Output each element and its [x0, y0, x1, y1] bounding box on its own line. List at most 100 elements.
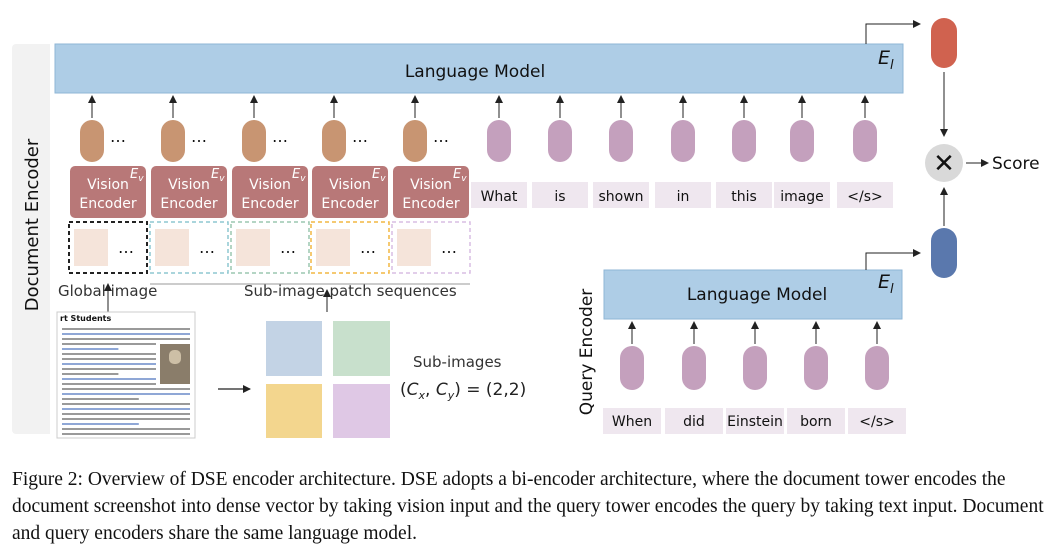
- vision-columns: …VisionEncoderEv……VisionEncoderEv……Visio…: [68, 95, 471, 274]
- prompt-token-4: in: [655, 95, 711, 208]
- prompt-tokens: What is shown in this image</s>: [471, 95, 893, 208]
- screenshot-text-line: [62, 423, 139, 425]
- screenshot-text-line: [62, 393, 190, 395]
- subimages-formula: (Cx, Cy) = (2,2): [400, 380, 526, 402]
- image-patch: [74, 229, 108, 266]
- screenshot-text-line: [62, 378, 156, 380]
- query-token-pill: [743, 346, 767, 390]
- subimage-patches-2: [230, 221, 310, 274]
- query-token-2: did: [665, 321, 723, 434]
- query-token-label: did: [683, 414, 705, 430]
- screenshot-photo-face: [169, 350, 181, 364]
- vision-encoder-label-line1: Vision: [168, 177, 210, 193]
- vision-encoder-symbol: Ev: [211, 167, 225, 184]
- token-label-bg: [716, 182, 772, 208]
- prompt-token-5: this: [716, 95, 772, 208]
- text-token-pill: [790, 120, 814, 162]
- query-token-label: </s>: [859, 414, 894, 430]
- subimage-1: [266, 321, 322, 376]
- screenshot-text-line: [62, 398, 139, 400]
- subimages-grid: [266, 321, 390, 438]
- vision-encoder: [70, 166, 146, 218]
- token-label: is: [554, 189, 565, 205]
- subimage-patches-4: [391, 221, 471, 274]
- screenshot-text-line: [62, 383, 156, 385]
- token-label: shown: [598, 189, 643, 205]
- screenshot-text-line: [62, 333, 190, 335]
- vision-encoder-label-line2: Encoder: [321, 196, 378, 212]
- query-lm-label: Language Model: [687, 285, 827, 305]
- screenshot-text-line: [62, 433, 190, 435]
- global-image-patches: [68, 221, 148, 274]
- screenshot-text-line: [62, 343, 156, 345]
- subimage-patches-3: [310, 221, 390, 274]
- multiply-icon: ✕: [933, 149, 955, 179]
- screenshot-text-line: [62, 418, 190, 420]
- document-language-model: Language Model El: [54, 43, 904, 94]
- token-label-bg: [655, 182, 711, 208]
- vision-encoder: [312, 166, 388, 218]
- query-language-model: Language Model El: [603, 269, 903, 320]
- vision-encoder-symbol: Ev: [453, 167, 467, 184]
- vision-column-3: …VisionEncoderEv…: [230, 95, 310, 274]
- document-lm-symbol: El: [878, 47, 894, 73]
- subimages-label: Sub-images: [413, 353, 502, 371]
- vision-column-5: …VisionEncoderEv…: [391, 95, 471, 274]
- screenshot-text-line: [62, 428, 190, 430]
- text-token-pill: [671, 120, 695, 162]
- screenshot-text-line: [62, 403, 190, 405]
- image-patch: [397, 229, 431, 266]
- text-token-pill: [487, 120, 511, 162]
- vision-encoder-label-line2: Encoder: [79, 196, 136, 212]
- visual-token: [322, 120, 346, 162]
- screenshot-text-line: [62, 388, 190, 390]
- prompt-token-1: What: [471, 95, 527, 208]
- vision-encoder-symbol: Ev: [130, 167, 144, 184]
- visual-token-ellipsis: …: [272, 127, 288, 146]
- text-token-pill: [548, 120, 572, 162]
- vision-encoder-label-line2: Encoder: [241, 196, 298, 212]
- query-token-label-bg: [726, 408, 784, 434]
- visual-token: [80, 120, 104, 162]
- vision-encoder-label-line1: Vision: [87, 177, 129, 193]
- token-label-bg: [593, 182, 649, 208]
- token-label-bg: [532, 182, 588, 208]
- token-label: this: [731, 189, 757, 205]
- text-token-pill: [609, 120, 633, 162]
- token-label: in: [677, 189, 690, 205]
- score-branch: ✕ Score: [865, 18, 1040, 278]
- screenshot-text-line: [62, 413, 190, 415]
- text-token-pill: [732, 120, 756, 162]
- patch-ellipsis: …: [360, 238, 376, 257]
- vision-encoder: [393, 166, 469, 218]
- query-token-label-bg: [848, 408, 906, 434]
- image-patch: [236, 229, 270, 266]
- figure-caption: Figure 2: Overview of DSE encoder archit…: [12, 469, 1044, 544]
- screenshot-text-line: [62, 358, 156, 360]
- query-token-pill: [620, 346, 644, 390]
- query-token-pill: [865, 346, 889, 390]
- visual-token: [403, 120, 427, 162]
- text-token-pill: [853, 120, 877, 162]
- prompt-token-7: </s>: [837, 95, 893, 208]
- visual-token: [161, 120, 185, 162]
- visual-token-ellipsis: …: [433, 127, 449, 146]
- screenshot-text-line: [62, 328, 190, 330]
- visual-token-ellipsis: …: [352, 127, 368, 146]
- screenshot-title: rt Students: [60, 314, 112, 323]
- query-token-5: </s>: [848, 321, 906, 434]
- vision-encoder-label-line2: Encoder: [402, 196, 459, 212]
- visual-token: [242, 120, 266, 162]
- vision-column-1: …VisionEncoderEv…: [68, 95, 148, 274]
- query-embedding: [931, 228, 957, 278]
- vision-encoder-symbol: Ev: [372, 167, 386, 184]
- prompt-token-6: image: [774, 95, 830, 208]
- score-label: Score: [992, 154, 1040, 174]
- vision-encoder-label-line1: Vision: [249, 177, 291, 193]
- multiply-operator: [925, 144, 963, 182]
- token-label: What: [481, 189, 518, 205]
- token-label-bg: [774, 182, 830, 208]
- query-embedding-arrow: [865, 249, 921, 270]
